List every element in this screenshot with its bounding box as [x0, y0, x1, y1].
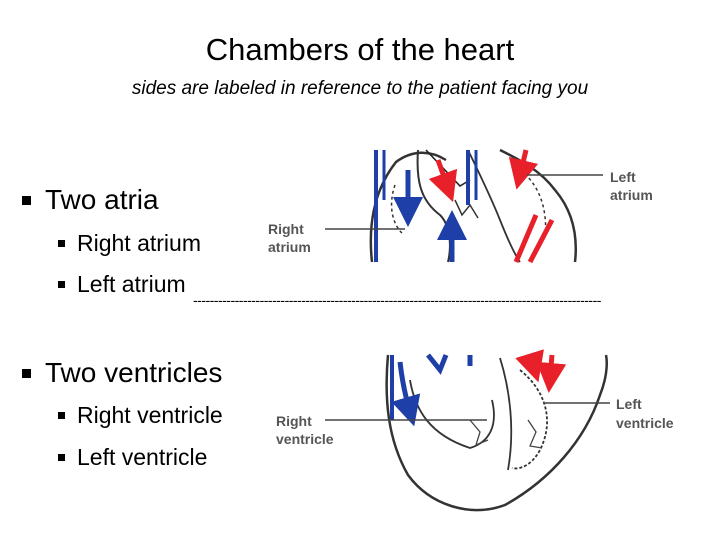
bullet-square-icon [58, 412, 65, 419]
bullet-right-atrium: Right atrium [58, 230, 201, 257]
bullet-square-icon [22, 368, 31, 378]
bullet-text: Left ventricle [77, 444, 208, 470]
bullet-text: Two ventricles [45, 357, 223, 388]
label-left-atrium-line1: Left [610, 169, 636, 185]
heart-outer-wall-outline [385, 354, 608, 512]
bullet-square-icon [22, 195, 31, 205]
red-vessel-stripe [513, 214, 539, 263]
bullet-right-ventricle: Right ventricle [58, 402, 223, 429]
bullet-square-icon [58, 281, 65, 288]
bullet-left-atrium: Left atrium [58, 271, 186, 298]
papillary-outline [527, 419, 543, 449]
bullet-text: Right ventricle [77, 402, 223, 428]
bullet-square-icon [58, 454, 65, 461]
bullet-text: Left atrium [77, 271, 186, 297]
ventricles-illustration [325, 349, 610, 512]
label-left-ventricle-line2: ventricle [616, 415, 674, 431]
atria-illustration [325, 148, 603, 264]
bullet-left-ventricle: Left ventricle [58, 444, 207, 471]
inner-wall-outline [467, 149, 521, 263]
right-atrium-dashed-outline [390, 184, 405, 236]
red-flow-arrow [515, 349, 544, 383]
left-atrium-chamber-outline [519, 169, 547, 241]
section-divider: ----------------------------------------… [193, 293, 601, 307]
label-right-atrium-line2: atrium [268, 239, 311, 255]
septum-outline [499, 357, 513, 471]
bullet-two-atria: Two atria [22, 184, 159, 216]
label-left-atrium-line2: atrium [610, 187, 653, 203]
bullet-two-ventricles: Two ventricles [22, 357, 222, 389]
bullet-text: Right atrium [77, 230, 201, 256]
slide-subtitle: sides are labeled in reference to the pa… [131, 78, 589, 99]
slide-title: Chambers of the heart [205, 32, 515, 67]
right-ventricle-outline [409, 379, 495, 449]
red-flow-arrow [536, 354, 567, 393]
blue-flow-arrow [391, 361, 421, 427]
label-left-ventricle-line1: Left [616, 396, 642, 412]
left-ventricle-outline [511, 369, 548, 470]
red-flow-arrow [428, 159, 458, 203]
papillary-outline [469, 419, 489, 447]
label-right-ventricle-line1: Right [276, 413, 312, 429]
blue-vessel-stripe [426, 353, 449, 375]
label-right-ventricle-line2: ventricle [276, 431, 334, 447]
red-vessel-stripe [527, 218, 555, 264]
bullet-square-icon [58, 240, 65, 247]
atrium-septum-outline [416, 149, 451, 263]
bullet-text: Two atria [45, 184, 159, 215]
label-right-atrium-line1: Right [268, 221, 304, 237]
red-flow-arrow [508, 149, 539, 190]
